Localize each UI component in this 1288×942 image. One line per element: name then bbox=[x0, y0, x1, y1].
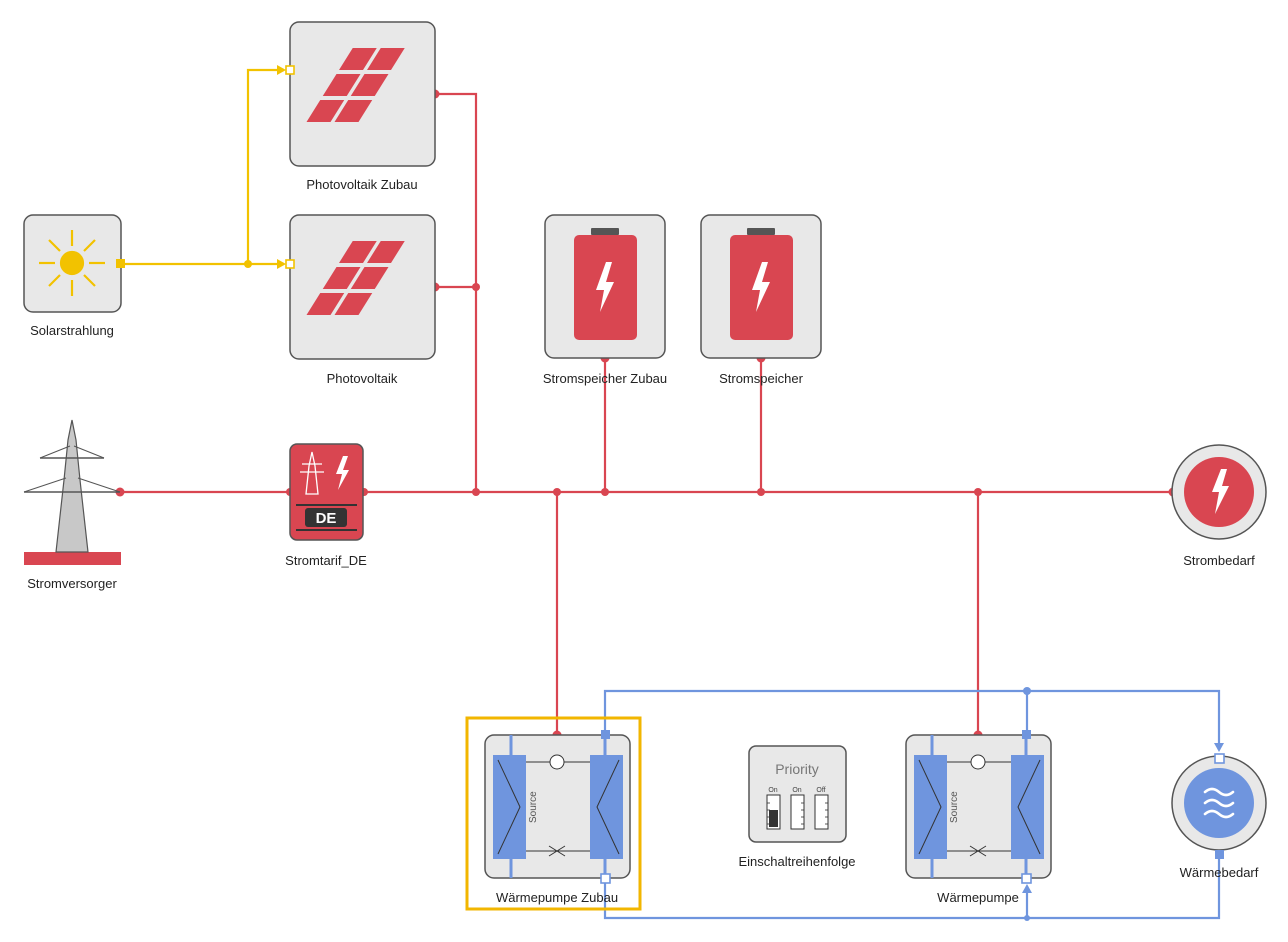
pv-zubau-label: Photovoltaik Zubau bbox=[306, 177, 417, 192]
hp-heat-in-port[interactable] bbox=[1021, 873, 1032, 884]
pv-node[interactable]: Photovoltaik bbox=[285, 214, 436, 386]
selection-frame bbox=[465, 716, 642, 911]
hp-zubau-heat-out-port[interactable] bbox=[601, 730, 610, 739]
tariff-icon: DE bbox=[296, 451, 357, 531]
priority-title: Priority bbox=[775, 761, 819, 777]
lightning-icon bbox=[1212, 469, 1229, 514]
electric-junctions bbox=[115, 89, 1178, 740]
heat-pump-zubau-label: Wärmepumpe Zubau bbox=[496, 890, 618, 905]
electric-demand-node[interactable]: Strombedarf bbox=[1171, 444, 1267, 568]
heat-pump-icon: Source bbox=[493, 735, 623, 878]
heat-demand-node[interactable]: Wärmebedarf bbox=[1171, 753, 1267, 880]
grid-label: Stromversorger bbox=[27, 576, 117, 591]
pv-zubau-node[interactable]: Photovoltaik Zubau bbox=[285, 21, 436, 192]
solar-radiation-node[interactable]: Solarstrahlung bbox=[23, 214, 125, 338]
heat-pump-zubau-node[interactable]: Source Wärmepumpe Zubau bbox=[465, 716, 642, 911]
heat-demand-out-port[interactable] bbox=[1215, 850, 1224, 859]
pv-zubau-solar-port[interactable] bbox=[285, 65, 295, 75]
heat-pump-node[interactable]: Source Wärmepumpe bbox=[905, 730, 1052, 905]
heat-waves-icon bbox=[1203, 787, 1235, 819]
switch-2-label: On bbox=[792, 787, 801, 794]
tariff-node[interactable]: DE Stromtarif_DE bbox=[285, 443, 367, 568]
priority-node[interactable]: Priority On On Off Einschaltreihenfolge bbox=[738, 745, 856, 869]
solar-panel-icon bbox=[306, 241, 405, 315]
solar-panel-icon bbox=[306, 48, 405, 122]
battery-icon bbox=[574, 228, 637, 340]
storage-zubau-node[interactable]: Stromspeicher Zubau bbox=[543, 214, 667, 386]
pv-solar-port[interactable] bbox=[285, 259, 295, 269]
heat-pump-icon: Source bbox=[914, 735, 1044, 878]
sun-icon bbox=[39, 230, 105, 296]
grid-node[interactable]: Stromversorger bbox=[23, 419, 121, 591]
storage-node[interactable]: Stromspeicher bbox=[700, 214, 822, 386]
solar-label: Solarstrahlung bbox=[30, 323, 114, 338]
pv-label: Photovoltaik bbox=[327, 371, 398, 386]
solar-junction bbox=[244, 260, 252, 268]
priority-label: Einschaltreihenfolge bbox=[738, 854, 855, 869]
switch-3-label: Off bbox=[816, 787, 825, 794]
tariff-badge: DE bbox=[316, 510, 337, 527]
storage-label: Stromspeicher bbox=[719, 371, 803, 386]
electric-demand-label: Strombedarf bbox=[1183, 553, 1255, 568]
storage-zubau-label: Stromspeicher Zubau bbox=[543, 371, 667, 386]
source-label: Source bbox=[528, 791, 539, 823]
heat-pump-label: Wärmepumpe bbox=[937, 890, 1019, 905]
solar-port[interactable] bbox=[116, 259, 125, 268]
switch-1-label: On bbox=[768, 787, 777, 794]
source-label: Source bbox=[949, 791, 960, 823]
hp-heat-out-port[interactable] bbox=[1022, 730, 1031, 739]
heat-demand-in-port[interactable] bbox=[1214, 753, 1225, 764]
heat-junctions bbox=[1023, 687, 1031, 921]
heat-lines bbox=[603, 689, 1224, 920]
electric-lines bbox=[120, 92, 1173, 735]
tariff-label: Stromtarif_DE bbox=[285, 553, 367, 568]
hp-zubau-heat-in-port[interactable] bbox=[600, 873, 611, 884]
switch-icon: On On Off bbox=[766, 787, 829, 830]
battery-icon bbox=[730, 228, 793, 340]
solar-lines bbox=[120, 65, 286, 269]
heat-demand-label: Wärmebedarf bbox=[1180, 865, 1259, 880]
power-pylon-icon bbox=[23, 419, 121, 565]
